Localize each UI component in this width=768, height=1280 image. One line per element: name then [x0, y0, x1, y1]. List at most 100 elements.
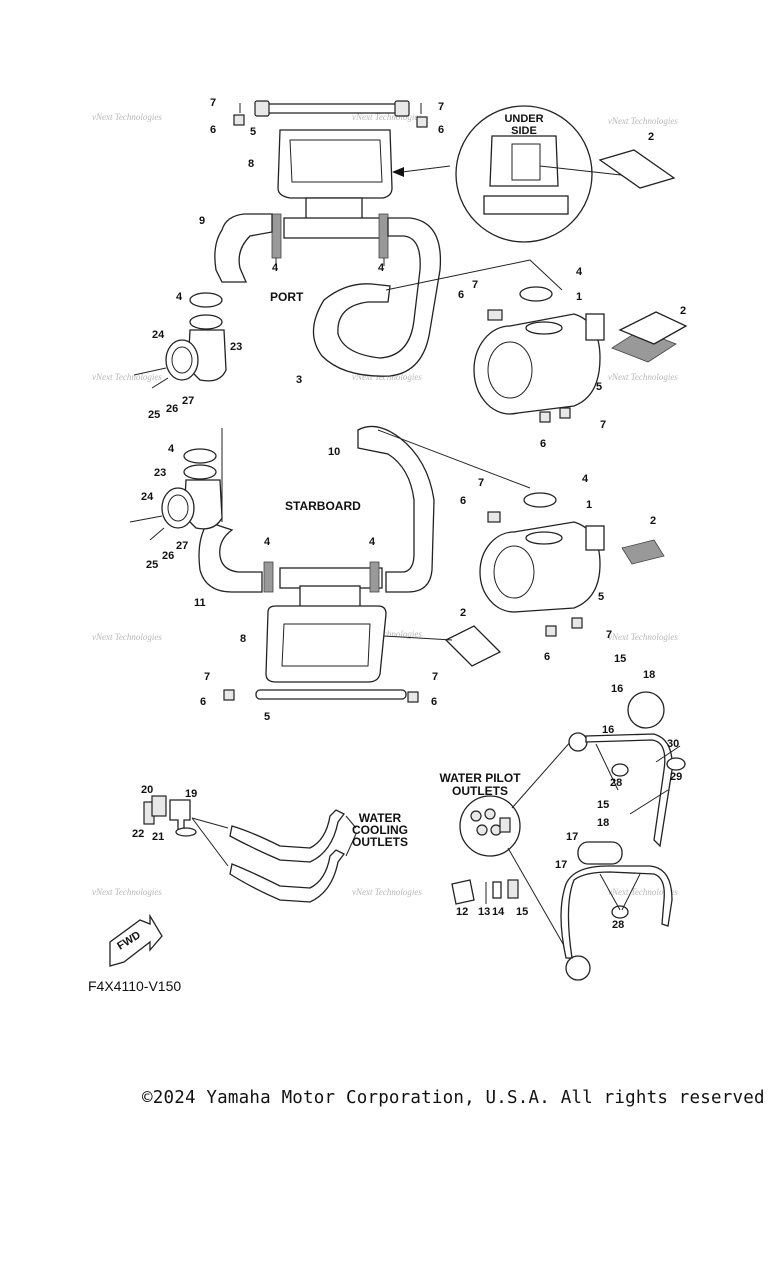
callout-27: 27: [182, 395, 194, 407]
filter-pad-part-2-underside: [598, 149, 676, 189]
callout-6: 6: [458, 289, 464, 301]
callout-2: 2: [650, 515, 656, 527]
diagram-code: F4X4110-V150: [88, 978, 181, 994]
callout-4: 4: [576, 266, 583, 278]
strap-part-5-bottom: [223, 689, 419, 703]
watermark: vNext Technologies: [352, 112, 422, 122]
callout-11: 11: [194, 597, 206, 609]
callout-8: 8: [248, 158, 254, 170]
callout-7: 7: [600, 419, 606, 431]
filter-pad-part-2-box: [444, 625, 502, 667]
callout-4: 4: [582, 473, 589, 485]
muffler-box-part-8-bottom: [265, 567, 387, 683]
flame-arrestor-part-24-port: [133, 339, 199, 389]
callout-27: 27: [176, 540, 188, 552]
water-cooling-label-line1: WATER: [359, 811, 402, 825]
filter-pad-part-2-port: [611, 311, 688, 363]
callout-15: 15: [516, 906, 528, 918]
water-pilot-label-line2: OUTLETS: [452, 784, 508, 798]
callout-5: 5: [250, 126, 256, 138]
callout-26: 26: [166, 403, 178, 415]
callout-23: 23: [230, 341, 242, 353]
callout-18: 18: [597, 817, 609, 829]
intake-elbow-part-23-port: [187, 329, 227, 382]
callout-24: 24: [141, 491, 154, 503]
watermark-group: vNext Technologies vNext Technologies vN…: [92, 112, 678, 897]
callout-7: 7: [478, 477, 484, 489]
callout-18: 18: [643, 669, 655, 681]
callout-7: 7: [204, 671, 210, 683]
pilot-hose-assembly-upper: [568, 691, 686, 848]
under-side-label-line2: SIDE: [511, 125, 537, 137]
callout-15: 15: [597, 799, 609, 811]
callout-7: 7: [606, 629, 612, 641]
callout-30: 30: [667, 738, 679, 750]
callout-7: 7: [472, 279, 478, 291]
callout-1: 1: [586, 499, 592, 511]
callout-14: 14: [492, 906, 505, 918]
callout-20: 20: [141, 784, 153, 796]
callout-17: 17: [566, 831, 578, 843]
callout-15: 15: [614, 653, 626, 665]
callout-29: 29: [670, 771, 682, 783]
watermark: vNext Technologies: [608, 887, 678, 897]
callout-2: 2: [460, 607, 466, 619]
flame-arrestor-part-24-starboard: [129, 487, 195, 541]
filter-element-part-4-bottom: [263, 561, 380, 593]
callout-3: 3: [296, 374, 302, 386]
callout-24: 24: [152, 329, 165, 341]
watermark: vNext Technologies: [608, 116, 678, 126]
callout-19: 19: [185, 788, 197, 800]
callout-4: 4: [378, 262, 385, 274]
water-cooling-label-line2: COOLING: [352, 823, 408, 837]
callout-9: 9: [199, 215, 205, 227]
watermark: vNext Technologies: [92, 112, 162, 122]
callout-6: 6: [540, 438, 546, 450]
pilot-hose-assembly-lower: [560, 841, 673, 981]
starboard-label: STARBOARD: [285, 499, 361, 513]
fwd-arrow: FWD: [109, 913, 163, 967]
callout-7: 7: [210, 97, 216, 109]
callout-5: 5: [598, 591, 604, 603]
callout-22: 22: [132, 828, 144, 840]
callout-2: 2: [648, 131, 654, 143]
callout-4: 4: [176, 291, 183, 303]
callout-4: 4: [168, 443, 175, 455]
leader-lines-top: [275, 258, 563, 291]
watermark: vNext Technologies: [352, 887, 422, 897]
water-pilot-fittings: [451, 879, 519, 905]
callout-25: 25: [148, 409, 160, 421]
callout-17: 17: [555, 859, 567, 871]
callout-26: 26: [162, 550, 174, 562]
callout-6: 6: [431, 696, 437, 708]
watermark: vNext Technologies: [352, 372, 422, 382]
callout-6: 6: [210, 124, 216, 136]
callout-labels: 7 6 5 7 6 8 2 9 4 4 4 7 6 1 4 2 24 23 3 …: [132, 97, 686, 931]
hose-part-9: [214, 213, 273, 283]
callout-28: 28: [610, 777, 622, 789]
water-cooling-fittings: [143, 795, 197, 837]
callout-25: 25: [146, 559, 158, 571]
clamp-part-4-port: [189, 292, 223, 330]
water-pilot-outlet-inset: [459, 739, 579, 971]
copyright-notice: ©2024 Yamaha Motor Corporation, U.S.A. A…: [142, 1088, 768, 1108]
bracket-set-port: [487, 309, 571, 423]
callout-6: 6: [438, 124, 444, 136]
callout-7: 7: [438, 101, 444, 113]
watermark: vNext Technologies: [92, 887, 162, 897]
callout-8: 8: [240, 633, 246, 645]
filter-pad-part-2-starboard: [621, 539, 665, 565]
callout-1: 1: [576, 291, 582, 303]
callout-21: 21: [152, 831, 164, 843]
callout-6: 6: [460, 495, 466, 507]
watermark: vNext Technologies: [608, 632, 678, 642]
water-pilot-label-line1: WATER PILOT: [439, 771, 521, 785]
under-side-inset: UNDER SIDE: [455, 105, 631, 243]
watermark: vNext Technologies: [352, 629, 422, 639]
hose-part-11: [198, 521, 263, 593]
callout-12: 12: [456, 906, 468, 918]
callout-4: 4: [272, 262, 279, 274]
air-filter-housing-part-1-starboard: [479, 492, 605, 613]
callout-13: 13: [478, 906, 490, 918]
callout-6: 6: [544, 651, 550, 663]
